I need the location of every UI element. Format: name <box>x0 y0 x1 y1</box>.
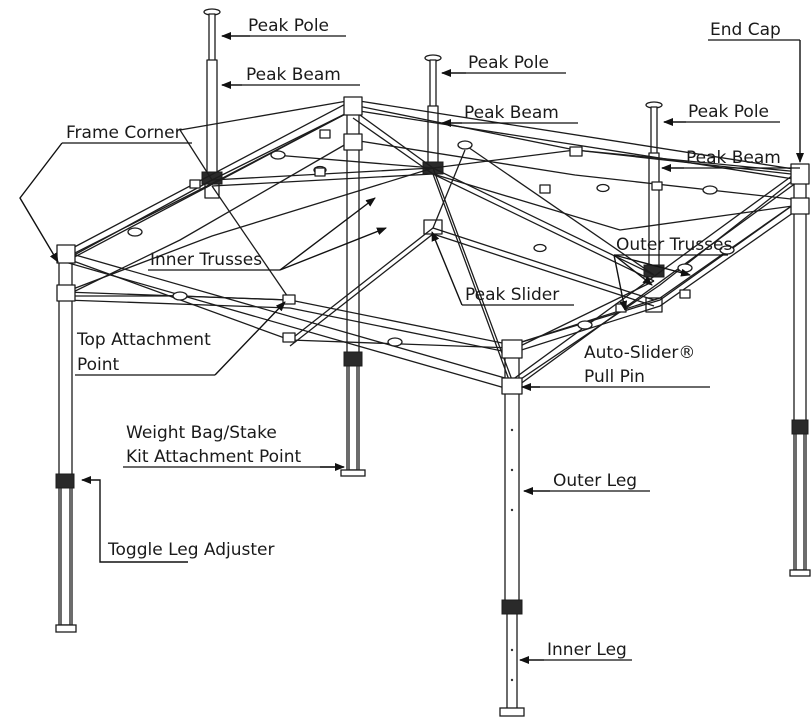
label-weight-bag-line1: Weight Bag/Stake <box>126 423 277 443</box>
labels: Peak Pole Peak Beam Peak Pole Peak Beam … <box>66 16 781 660</box>
inner-leg-tube <box>506 609 518 711</box>
label-outer-trusses: Outer Trusses <box>616 235 732 255</box>
label-toggle-leg-adjuster: Toggle Leg Adjuster <box>107 540 274 560</box>
front-center-leg <box>499 344 525 717</box>
frame-trusses <box>56 96 810 395</box>
label-inner-trusses: Inner Trusses <box>150 250 262 270</box>
label-peak-slider: Peak Slider <box>465 285 559 305</box>
label-peak-beam-left: Peak Beam <box>246 65 341 85</box>
peak-pole-left <box>201 8 223 199</box>
frame-corner-front-left <box>56 244 76 264</box>
label-top-attachment-line1: Top Attachment <box>76 330 211 350</box>
label-peak-pole-left: Peak Pole <box>248 16 329 36</box>
front-left-leg <box>55 259 77 633</box>
label-peak-beam-middle: Peak Beam <box>464 103 559 123</box>
label-peak-pole-middle: Peak Pole <box>468 53 549 73</box>
callout-lines <box>19 32 804 664</box>
label-peak-beam-right: Peak Beam <box>686 148 781 168</box>
label-outer-leg: Outer Leg <box>553 471 637 491</box>
label-auto-slider-line1: Auto-Slider® <box>584 343 695 363</box>
label-top-attachment-line2: Point <box>77 355 120 375</box>
back-right-leg <box>789 174 811 577</box>
label-peak-pole-right: Peak Pole <box>688 102 769 122</box>
frame-corner-front <box>501 339 523 359</box>
frame-corner-back <box>343 96 363 116</box>
legs <box>55 111 811 717</box>
end-cap-corner <box>790 163 810 185</box>
label-weight-bag-line2: Kit Attachment Point <box>126 447 302 467</box>
label-frame-corner: Frame Corner <box>66 123 182 143</box>
peak-pole-middle <box>422 54 444 235</box>
label-end-cap: End Cap <box>710 20 781 40</box>
peak-pole-right <box>643 101 665 313</box>
label-auto-slider-line2: Pull Pin <box>584 367 645 387</box>
back-center-leg <box>340 111 366 477</box>
label-inner-leg: Inner Leg <box>547 640 627 660</box>
frame-corners <box>56 96 810 395</box>
peak-poles <box>201 8 665 313</box>
